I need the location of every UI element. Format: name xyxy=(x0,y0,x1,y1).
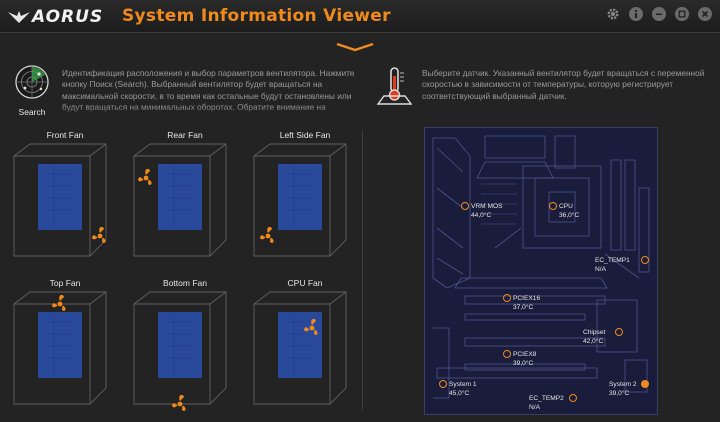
pc-case-graphic xyxy=(253,291,347,405)
search-label: Search xyxy=(18,107,46,117)
fan-icon xyxy=(52,294,66,311)
fan-icon xyxy=(92,226,106,243)
fan-label: CPU Fan xyxy=(287,278,323,288)
sensor-radio-icon[interactable] xyxy=(439,380,447,388)
pc-case-graphic xyxy=(13,143,107,257)
collapse-chevron-icon[interactable] xyxy=(336,42,374,52)
sensor-pciex8[interactable]: PCIEX8 39,0°C xyxy=(503,350,537,368)
fan-card-cpu[interactable]: CPU Fan xyxy=(250,278,360,408)
sensor-system-1[interactable]: System 1 45,0°C xyxy=(439,380,477,398)
eagle-icon xyxy=(8,11,30,23)
sensor-temperature: 42,0°C xyxy=(583,338,604,345)
window-controls xyxy=(606,7,712,21)
sensor-radio-icon[interactable] xyxy=(503,350,511,358)
fan-label: Front Fan xyxy=(46,130,84,140)
sensor-temperature: N/A xyxy=(529,404,540,411)
sensor-name: PCIEX8 xyxy=(513,351,537,358)
sensor-temperature: 39,0°C xyxy=(609,390,630,397)
search-button[interactable]: Search xyxy=(14,64,50,120)
app-title: System Information Viewer xyxy=(122,6,391,26)
sensor-temperature: 36,0°C xyxy=(559,212,580,219)
sensor-instructions: Выберите датчик. Указанный вентилятор бу… xyxy=(422,68,705,101)
fan-icon xyxy=(172,394,186,411)
sensor-name: System 2 xyxy=(609,381,637,388)
sensor-temperature: 45,0°C xyxy=(449,390,470,397)
sensor-radio-icon[interactable] xyxy=(641,256,649,264)
pc-case-graphic xyxy=(253,143,347,257)
sensor-temperature: 44,0°C xyxy=(471,212,492,219)
pc-case-graphic xyxy=(13,291,107,405)
sensor-system-2[interactable]: System 2 39,0°C xyxy=(609,380,649,398)
info-icon[interactable] xyxy=(629,7,643,21)
sensor-radio-icon[interactable] xyxy=(549,202,557,210)
fan-card-front[interactable]: Front Fan xyxy=(10,130,120,260)
sensor-name: Chipset xyxy=(583,329,606,336)
sensor-chipset[interactable]: Chipset 42,0°C xyxy=(583,328,623,346)
sensor-vrm-mos[interactable]: VRM MOS 44,0°C xyxy=(461,202,503,220)
sensor-radio-icon[interactable] xyxy=(615,328,623,336)
sensor-radio-icon[interactable] xyxy=(461,202,469,210)
fan-label: Top Fan xyxy=(49,278,81,288)
fan-icon xyxy=(138,168,152,185)
sensor-name: CPU xyxy=(559,203,573,210)
sensor-name: System 1 xyxy=(449,381,477,388)
radar-search-icon xyxy=(15,65,49,99)
fan-card-bottom[interactable]: Bottom Fan xyxy=(130,278,240,411)
close-icon[interactable] xyxy=(698,7,712,21)
fan-label: Bottom Fan xyxy=(163,278,207,288)
sensor-temperature: 37,0°C xyxy=(513,304,534,311)
fan-card-side[interactable]: Left Side Fan xyxy=(250,130,360,260)
fan-card-top[interactable]: Top Fan xyxy=(10,278,120,408)
sensor-radio-icon[interactable] xyxy=(503,294,511,302)
fan-card-rear[interactable]: Rear Fan xyxy=(130,130,240,260)
pc-case-graphic xyxy=(133,291,227,405)
sensor-name: PCIEX16 xyxy=(513,295,541,302)
sensor-temperature: 39,0°C xyxy=(513,360,534,367)
title-bar[interactable]: AORUS System Information Viewer xyxy=(0,0,720,33)
gear-icon[interactable] xyxy=(606,7,620,21)
sensor-cpu[interactable]: CPU 36,0°C xyxy=(549,202,580,220)
sensor-pciex16[interactable]: PCIEX16 37,0°C xyxy=(503,294,541,312)
motherboard-graphic xyxy=(432,135,650,399)
fan-icon xyxy=(304,318,318,335)
minimize-icon[interactable] xyxy=(652,7,666,21)
fan-label: Left Side Fan xyxy=(279,130,331,140)
sensor-name: EC_TEMP1 xyxy=(595,257,630,264)
thermometer-icon xyxy=(376,67,412,105)
sensor-radio-icon[interactable] xyxy=(569,394,577,402)
pc-case-graphic xyxy=(133,143,227,257)
fan-instructions: Идентификация расположения и выбор парам… xyxy=(62,68,362,118)
aorus-logo: AORUS xyxy=(8,6,103,28)
brand-text: AORUS xyxy=(32,7,104,27)
sensor-radio-icon[interactable] xyxy=(641,380,649,388)
sensor-temperature: N/A xyxy=(595,266,606,273)
restore-icon[interactable] xyxy=(675,7,689,21)
fan-label: Rear Fan xyxy=(167,130,203,140)
section-divider xyxy=(362,130,363,410)
sensor-name: EC_TEMP2 xyxy=(529,395,564,402)
fan-icon xyxy=(260,226,274,243)
sensor-name: VRM MOS xyxy=(471,203,503,210)
